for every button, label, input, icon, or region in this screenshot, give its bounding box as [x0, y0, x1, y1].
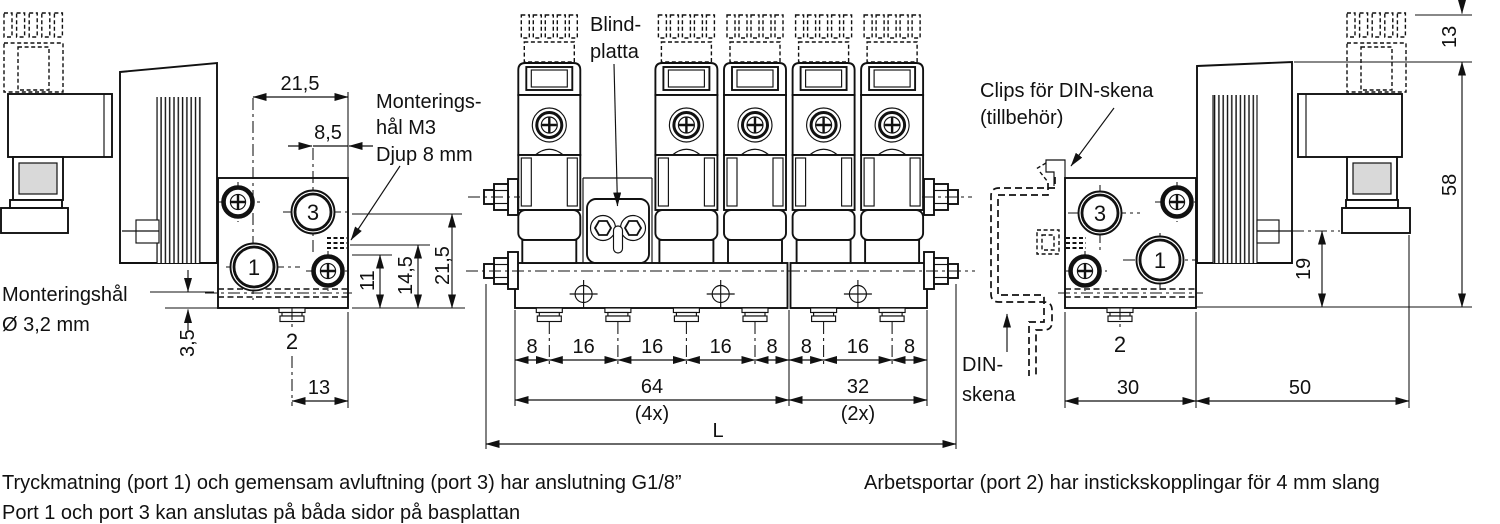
elbow-cable-connector — [0, 93, 113, 234]
port1-number: 1 — [248, 255, 260, 280]
dim-14-5: 14,5 — [395, 256, 417, 295]
coil-ribs — [157, 97, 200, 263]
note-line2: Port 1 och port 3 kan anslutas på båda s… — [2, 502, 520, 524]
coil-ribs-right — [1213, 95, 1257, 263]
blind-plate — [586, 198, 650, 264]
dim-pitch-5: 8 — [766, 336, 777, 358]
middle-view-dimensions — [485, 284, 957, 449]
label-mount-m3-line2: hål M3 — [376, 117, 436, 139]
label-din-line1: DIN- — [962, 354, 1003, 376]
dim-pitch-1: 8 — [526, 336, 537, 358]
base-plate-right — [1058, 177, 1203, 330]
left-view-dimensions — [150, 92, 465, 408]
port-1-right — [1135, 235, 1185, 285]
dim-pitch-6: 8 — [801, 336, 812, 358]
dim-pitch-3: 16 — [641, 336, 663, 358]
dim-pitch-2: 16 — [572, 336, 594, 358]
dim-width-top: 21,5 — [281, 73, 320, 95]
dim-32: 32 — [847, 376, 869, 398]
dim-pitch-4: 16 — [710, 336, 732, 358]
dim-3-5: 3,5 — [177, 329, 199, 357]
port-3 — [290, 189, 336, 235]
footnotes: Tryckmatning (port 1) och gemensam avluf… — [2, 472, 1380, 524]
dim-30: 30 — [1117, 377, 1139, 399]
port1-number-right: 1 — [1154, 248, 1166, 273]
label-mount-m3-line3: Djup 8 mm — [376, 144, 473, 166]
dim-total-length: L — [712, 420, 723, 442]
base-plate — [205, 98, 352, 323]
din-clip — [1045, 159, 1066, 186]
dim-50: 50 — [1289, 377, 1311, 399]
din-rail-dashed — [990, 177, 1056, 376]
dim-13-right: 13 — [1439, 26, 1461, 48]
port3-number: 3 — [307, 200, 319, 225]
valve-body — [119, 61, 218, 264]
right-view-dimensions — [1064, 0, 1472, 408]
label-mount-hole-line2: Ø 3,2 mm — [2, 314, 90, 336]
m3-hole-hatch-right — [1066, 237, 1086, 249]
middle-front-view: Blind- platta 8 16 16 16 8 8 16 8 64 (4x… — [466, 14, 975, 449]
dim-21-5-side: 21,5 — [432, 246, 454, 285]
connector-dashed-outline — [3, 12, 64, 93]
label-mount-hole-line1: Monteringshål — [2, 284, 128, 306]
elbow-cable-connector-right — [1297, 93, 1411, 234]
dim-64-count: (4x) — [635, 403, 669, 425]
label-mount-m3-line1: Monterings- — [376, 91, 482, 113]
connector-dashed-outline-right — [1346, 12, 1407, 93]
m3-hole-hatch — [327, 237, 347, 249]
port3-number-right: 3 — [1094, 201, 1106, 226]
right-side-view: Clips för DIN-skena (tillbehör) DIN- ske… — [962, 0, 1472, 408]
label-clips-line2: (tillbehör) — [980, 107, 1063, 129]
label-blind-line1: Blind- — [590, 14, 641, 36]
dim-13: 13 — [308, 377, 330, 399]
dim-19: 19 — [1293, 258, 1315, 280]
port-3-right — [1077, 190, 1123, 236]
dim-64: 64 — [641, 376, 663, 398]
valve-body-right — [1196, 61, 1293, 264]
label-din-line2: skena — [962, 384, 1016, 406]
dim-11: 11 — [357, 270, 379, 291]
dim-32-count: (2x) — [841, 403, 875, 425]
clip-screw-dashed — [1036, 229, 1060, 255]
port-1 — [229, 242, 279, 292]
note-line1: Tryckmatning (port 1) och gemensam avluf… — [2, 472, 682, 494]
note-line3: Arbetsportar (port 2) har instickskoppli… — [864, 472, 1380, 494]
label-clips-line1: Clips för DIN-skena — [980, 80, 1154, 102]
dim-pitch-8: 8 — [904, 336, 915, 358]
port2-number-right: 2 — [1114, 332, 1126, 357]
din-clip-dashed — [1035, 162, 1049, 183]
label-blind-line2: platta — [590, 41, 640, 63]
dim-width-inner: 8,5 — [314, 122, 342, 144]
manifold-base-4x — [514, 262, 789, 309]
dim-58: 58 — [1439, 174, 1461, 196]
left-side-view: 21,5 8,5 Monterings- hål M3 Djup 8 mm Mo… — [0, 12, 482, 408]
dim-pitch-7: 16 — [847, 336, 869, 358]
port2-number: 2 — [286, 329, 298, 354]
